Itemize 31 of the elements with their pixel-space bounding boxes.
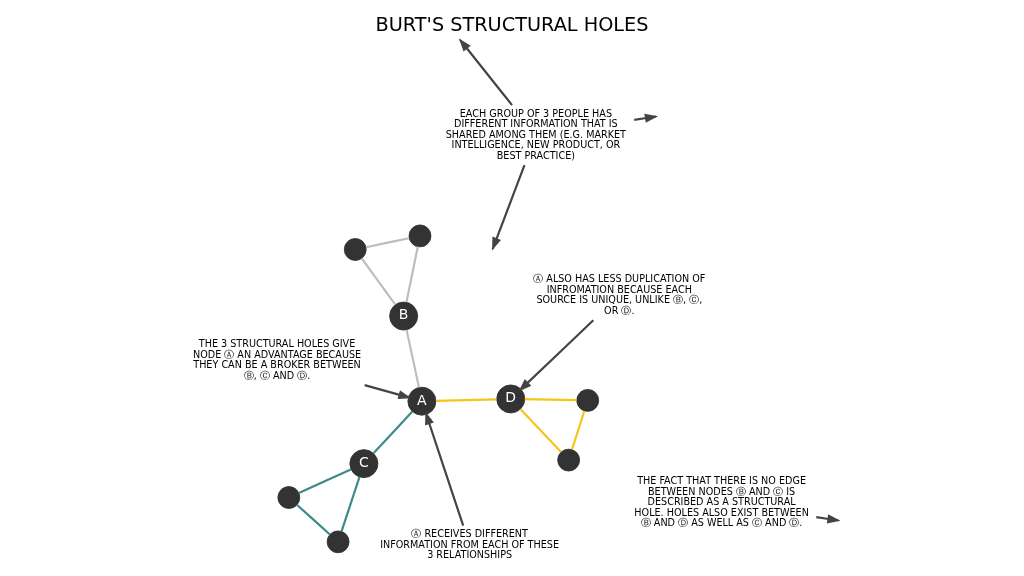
node-text: THE 3 STRUCTURAL HOLES GIVE NODE Ⓐ AN ADVANTAGE BECAUSE THEY CAN BE A BROKER BETWEEN Ⓑ, Ⓒ AND Ⓓ. xyxy=(192,338,362,381)
node-circle xyxy=(343,238,367,261)
node-circle xyxy=(326,530,350,554)
node-circle xyxy=(408,224,432,248)
node-text: THE FACT THAT THERE IS NO EDGE BETWEEN NODES Ⓑ AND Ⓒ IS DESCRIBED AS A STRUCTURAL HOLE. HOLES ALSO EXIST BETWEEN Ⓑ AND Ⓓ AS WELL AS Ⓒ AND Ⓓ. xyxy=(634,475,809,529)
connector xyxy=(298,468,352,494)
node-text: Ⓐ ALSO HAS LESS DUPLICATION OF INFROMATION BECAUSE EACH SOURCE IS UNIQUE, UNLIKE Ⓑ, Ⓒ, OR Ⓓ. xyxy=(533,273,706,316)
connector xyxy=(296,504,331,536)
node-circle: C xyxy=(349,449,379,479)
connector xyxy=(372,410,414,454)
connector xyxy=(519,408,562,453)
connector xyxy=(405,329,420,388)
connector xyxy=(340,476,361,532)
node-text: EACH GROUP OF 3 PEOPLE HAS DIFFERENT INFORMATION THAT IS SHARED AMONG THEM (E.G. MARKET INTELLIGENCE, NEW PRODUCT, OR BEST PRACTICE) xyxy=(445,107,627,161)
diagram-title: BURT'S STRUCTURAL HOLES xyxy=(375,12,649,36)
node-circle xyxy=(576,389,600,412)
node-circle: D xyxy=(496,384,526,414)
node-circle: B xyxy=(389,301,419,331)
connector xyxy=(405,246,419,303)
arrow xyxy=(364,384,412,400)
arrow xyxy=(518,319,595,392)
connector xyxy=(524,398,577,402)
connector xyxy=(365,237,410,249)
connector xyxy=(436,398,497,402)
node-text: Ⓐ RECEIVES DIFFERENT INFORMATION FROM EACH OF THESE 3 RELATIONSHIPS xyxy=(380,527,560,561)
node-circle xyxy=(277,486,301,509)
connector xyxy=(360,257,397,306)
node-circle: A xyxy=(407,386,437,416)
arrow xyxy=(425,411,465,526)
node-circle xyxy=(557,448,581,472)
connector xyxy=(571,410,586,450)
